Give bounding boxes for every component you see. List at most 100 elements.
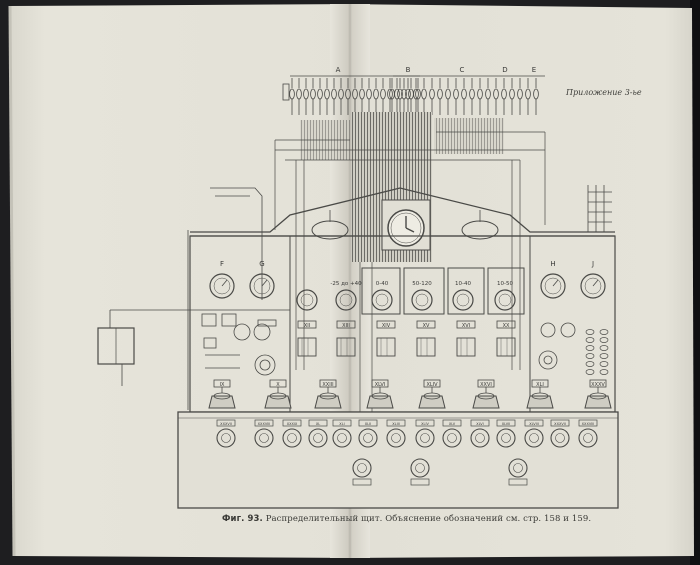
fuse [585,337,595,343]
socket-label: XXXVIII [582,422,595,426]
socket [358,428,378,448]
gauge [452,289,474,311]
appendix-label: Приложение 3-ье [566,88,642,97]
socket [442,428,462,448]
socket-inner [415,463,425,473]
socket-inner [313,433,323,443]
panel-letter: F [220,260,224,268]
socket-inner [513,463,523,473]
gauge-inner [300,293,314,307]
switch-label: XXXV [591,382,605,388]
socket-inner [259,433,269,443]
socket [415,428,435,448]
panel-letter: J [591,260,594,268]
socket-label: XLVIII [529,422,538,426]
socket [524,428,544,448]
socket [332,428,352,448]
socket-inner [475,433,485,443]
socket-inner [337,433,347,443]
socket-inner [391,433,401,443]
fuse [599,337,609,343]
side-gauge-needle [261,279,268,287]
socket [254,428,274,448]
side-gauge-inner [253,277,271,295]
gauge-inner [498,293,512,307]
fuse [599,353,609,359]
socket-inner [501,433,511,443]
switch-label: IX [220,382,225,388]
socket-tag [254,419,274,427]
gauge-range: 10-40 [455,281,471,287]
bus-label: C [460,66,465,74]
label-box [416,320,436,329]
gauge [371,289,393,311]
socket-label: XLII [365,422,371,426]
switch-label: X [276,382,280,388]
cabinet-label: XIII [342,323,350,329]
gauge-row [296,289,516,311]
socket-label: XXXVII [220,422,232,426]
cabinet-label: XIV [382,323,391,329]
socket-label: XXXVII [554,422,566,426]
gauge [335,289,357,311]
socket-inner [363,433,373,443]
socket-label: XXXIX [287,422,298,426]
switch-base [526,395,554,409]
panel-roof [190,187,615,233]
switch-label: XXIII [322,382,333,388]
side-gauge [209,273,235,299]
figure-caption: Фиг. 93. Распределительный щит. Объяснен… [222,514,591,524]
terminal-block [282,83,290,101]
gauge-range: 0-40 [376,281,389,287]
switch-row [208,379,612,409]
side-gauge [540,273,566,299]
fuse [599,345,609,351]
fuse [599,369,609,375]
gauge-range: 10-50 [497,281,513,287]
lower-cabinet [177,411,619,509]
gauge-inner [375,293,389,307]
side-gauge-needle [592,279,599,287]
socket-label: XL [316,422,320,426]
socket [386,428,406,448]
switch-base [208,395,236,409]
label-box [297,320,317,329]
switch-base [314,395,342,409]
gauge-range: -25 до +40 [330,281,362,287]
switch-label: XXVI [480,382,492,388]
socket-tag [386,419,406,427]
socket-inner [583,433,593,443]
instrument-box [336,337,356,357]
label-box [376,320,396,329]
socket [308,428,328,448]
socket [578,428,598,448]
panel-letter: H [550,260,555,268]
socket-label: XLI [339,422,344,426]
switch-label: XLVI [375,382,386,388]
socket [496,428,516,448]
switch-label: XLI [536,382,544,388]
switch-base [472,395,500,409]
socket-inner [447,433,457,443]
cabinet-label: XV [423,323,430,329]
fuse [585,361,595,367]
socket-tag [442,419,462,427]
side-gauge-inner [544,277,562,295]
socket-label: XLIII [392,422,399,426]
socket [550,428,570,448]
cabinet-boxes [297,320,516,357]
socket-tag [216,419,236,427]
figure-number: Фиг. 93. [222,514,263,524]
gauge [296,289,318,311]
socket-tag [410,478,430,486]
gauge [411,289,433,311]
socket-inner [221,433,231,443]
switch-base [264,395,292,409]
side-gauge [580,273,606,299]
socket [352,458,372,478]
bus-label: A [336,66,341,74]
side-gauges [209,273,606,299]
label-box [456,320,476,329]
